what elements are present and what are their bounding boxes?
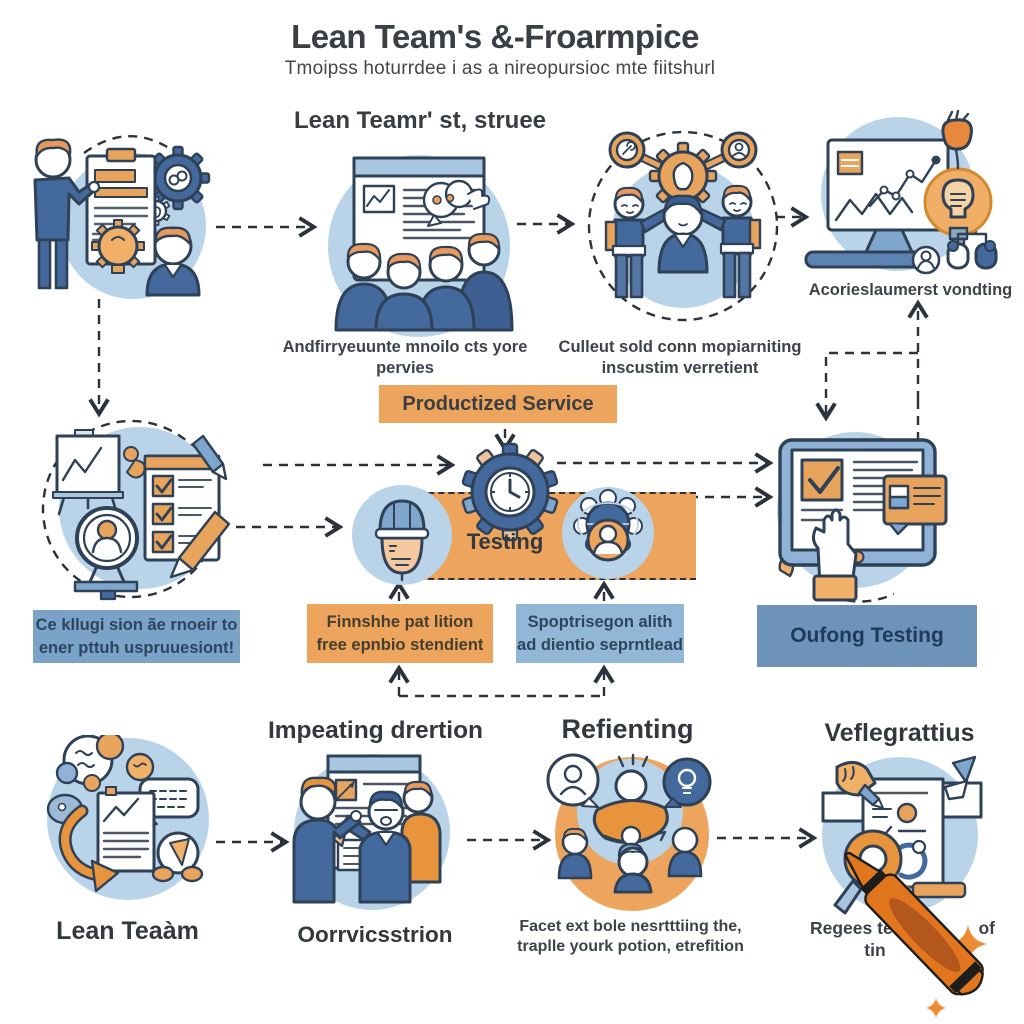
tablet-approval-icon — [777, 432, 948, 602]
productized-service-banner: Productized Service — [379, 385, 617, 423]
lean-team-caption: Lean Teaàm — [56, 917, 199, 945]
row3-heading-refienting: Refienting — [561, 714, 694, 744]
crayon-icon — [844, 851, 987, 1018]
page-subtitle: Tmoipss hoturrdee i as a nireopursioc mt… — [284, 58, 716, 79]
team-meeting-board-icon — [328, 155, 514, 337]
org-caption: Culleut sold conn mopiarniting inscustim… — [558, 338, 802, 378]
checklist-review-icon — [52, 427, 231, 601]
regees-line1-left: Regees te — [810, 918, 893, 938]
ongoing-testing-box: Oufong Testing — [757, 605, 977, 667]
analytics-caption: Acorieslaumerst vondting — [808, 281, 1013, 299]
page-title: Lean Team's &-Froarmpice — [291, 18, 699, 55]
clock-gear-icon — [461, 442, 559, 542]
regees-line1-right: of — [978, 918, 995, 938]
support-note-box: Spoptrisegon alith ad dientio seprntlead — [516, 604, 684, 663]
finish-note-box: Finnshhe pat lition free epnbio stendien… — [307, 604, 493, 663]
analytics-monitor-icon — [804, 109, 998, 275]
row3-heading-impeating: Impeating drertion — [267, 717, 484, 744]
team-caption: Andfirryeuunte mnoilo cts yore pervies — [282, 338, 528, 378]
presentation-discussion-icon — [292, 754, 450, 910]
team-lead-document-icon — [33, 138, 211, 299]
review-note-box: Ce kllugi sion ãe rnoeir to ener pttuh u… — [33, 610, 240, 663]
refienting-caption: Facet ext bole nesrtttiing the, traplle … — [517, 918, 744, 956]
org-structure-gear-icon — [604, 131, 762, 308]
orvics-caption: Oorrvicsstrion — [297, 922, 453, 947]
brainstorm-notes-icon — [46, 735, 209, 900]
row3-heading-veflegrattius: Veflegrattius — [824, 719, 975, 747]
testing-label: Testing — [466, 529, 544, 554]
global-user-gear-icon — [562, 487, 654, 579]
idea-sharing-icon — [546, 753, 712, 911]
regees-caption: Regees te of tin — [810, 918, 995, 961]
row1-heading: Lean Teamr' st, struee — [293, 107, 547, 134]
engineer-avatar-icon — [352, 485, 452, 585]
